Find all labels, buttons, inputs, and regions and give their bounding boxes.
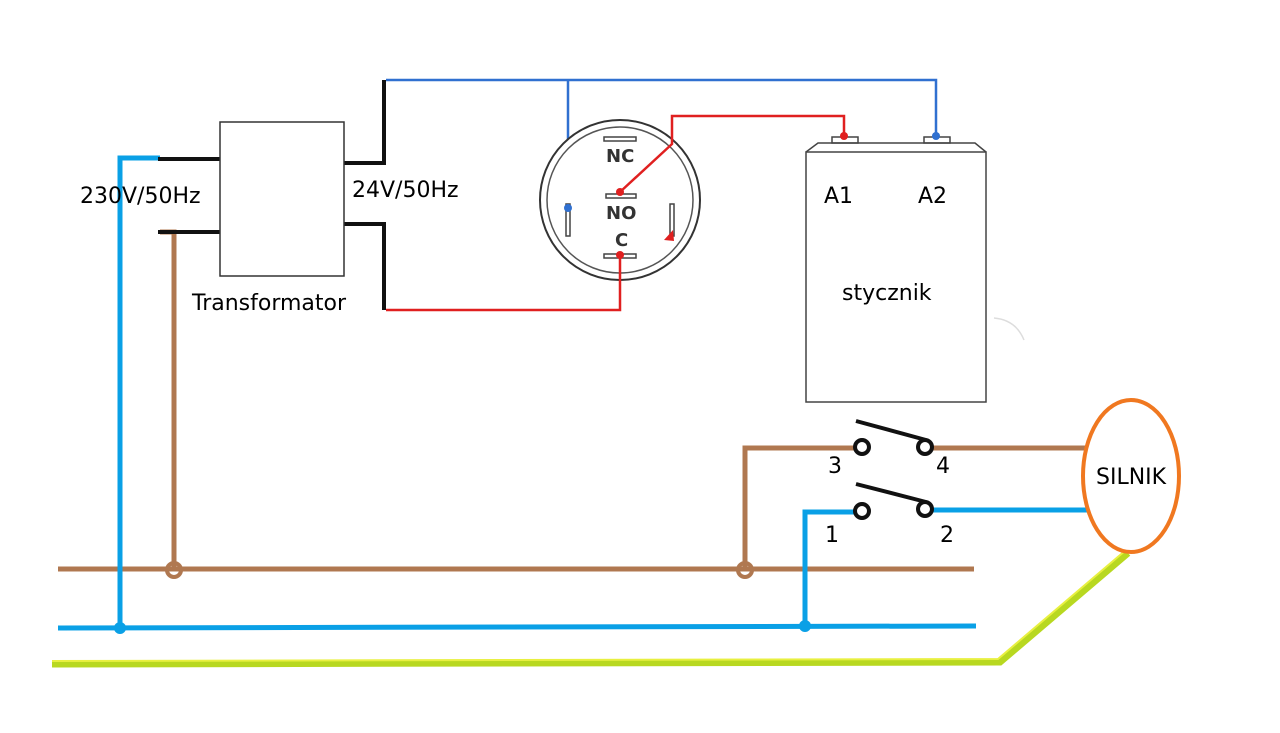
secondary-voltage-label: 24V/50Hz xyxy=(352,178,459,203)
contact-1-2-blade xyxy=(855,482,927,504)
control-wire-red-to-c xyxy=(386,255,622,312)
a1-wire-dot xyxy=(840,132,848,140)
contactor-body xyxy=(805,151,987,403)
control-wire-red-no-to-a1 xyxy=(619,114,846,193)
phase-junction xyxy=(165,561,183,579)
contact-2-terminal xyxy=(916,500,934,518)
transformer-box xyxy=(219,121,345,277)
a1-label: A1 xyxy=(824,184,853,209)
contactor-artifact-arc xyxy=(993,317,1025,341)
contact-1-terminal xyxy=(853,502,871,520)
neutral-to-contact-1-wire xyxy=(802,509,856,626)
nc-terminal-slot xyxy=(603,136,637,142)
neutral-junction xyxy=(114,622,126,634)
no-wire-dot xyxy=(616,188,624,196)
contact-4-label: 4 xyxy=(936,454,950,479)
earth-bus xyxy=(51,550,1131,668)
motor-label: SILNIK xyxy=(1096,465,1167,490)
a2-label: A2 xyxy=(918,184,947,209)
phase-tap-junction xyxy=(736,561,754,579)
contact-4-terminal xyxy=(916,438,934,456)
c-wire-dot xyxy=(616,251,624,259)
nc-terminal-label: NC xyxy=(606,146,634,167)
transformer-label: Transformator xyxy=(191,291,347,316)
neutral-tap-junction xyxy=(799,620,811,632)
supply-voltage-label: 230V/50Hz xyxy=(80,184,201,209)
secondary-lead-top xyxy=(344,80,386,165)
a2-wire-dot xyxy=(932,132,940,140)
contactor-top-edge xyxy=(805,142,987,153)
earth-bus-highlight xyxy=(51,549,1127,662)
c-terminal-label: C xyxy=(615,230,628,251)
motor-symbol xyxy=(1081,398,1181,554)
no-terminal-label: NO xyxy=(606,203,636,224)
supply-neutral-wire xyxy=(117,155,160,628)
contact-2-label: 2 xyxy=(940,523,954,548)
contact-3-label: 3 xyxy=(828,454,842,479)
contact-1-label: 1 xyxy=(825,523,839,548)
contact-3-4-blade xyxy=(855,419,927,442)
phase-to-contact-3-wire xyxy=(742,445,856,569)
control-wire-blue xyxy=(386,78,938,136)
secondary-lead-bottom xyxy=(344,222,386,310)
supply-phase-wire xyxy=(160,229,177,569)
neutral-bus xyxy=(57,623,977,631)
contact-3-terminal xyxy=(853,438,871,456)
right-terminal-dot xyxy=(664,230,674,241)
blue-wire-dot xyxy=(564,204,572,212)
contactor-label: stycznik xyxy=(842,281,932,306)
